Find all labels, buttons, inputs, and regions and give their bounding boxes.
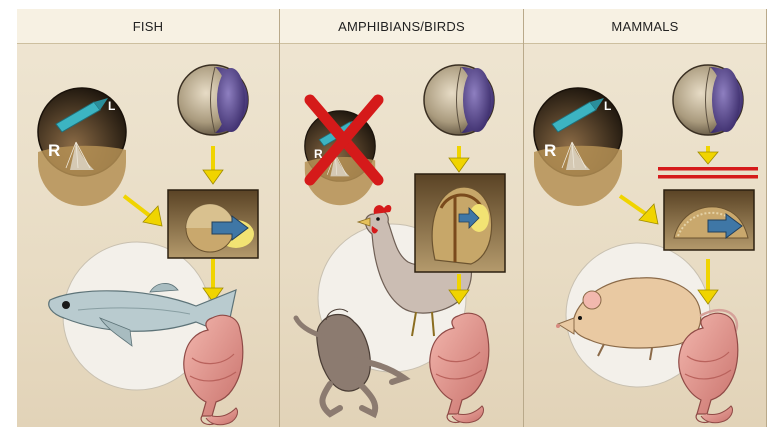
yellow-arrow-icon bbox=[449, 146, 469, 172]
yellow-arrow-icon bbox=[203, 146, 223, 184]
cilia-inset-right-label: R bbox=[48, 141, 60, 160]
cilia-inset-icon: R L bbox=[38, 88, 126, 206]
embryo-icon bbox=[178, 65, 248, 135]
embryo-icon bbox=[673, 65, 743, 135]
yellow-arrow-icon bbox=[620, 196, 658, 224]
cilia-inset-left-label: L bbox=[604, 99, 611, 113]
node-inset-icon bbox=[664, 190, 754, 250]
cilia-inset-icon: R L bbox=[534, 88, 622, 206]
cilia-inset-left-label: L bbox=[108, 99, 115, 113]
yellow-arrow-icon bbox=[698, 146, 718, 164]
yellow-arrow-icon bbox=[124, 196, 162, 226]
embryo-icon bbox=[424, 65, 494, 135]
node-inset-icon bbox=[168, 190, 258, 258]
block-bars-icon bbox=[658, 167, 758, 179]
cilia-inset-right-label: R bbox=[544, 141, 556, 160]
node-inset-icon bbox=[415, 174, 505, 272]
